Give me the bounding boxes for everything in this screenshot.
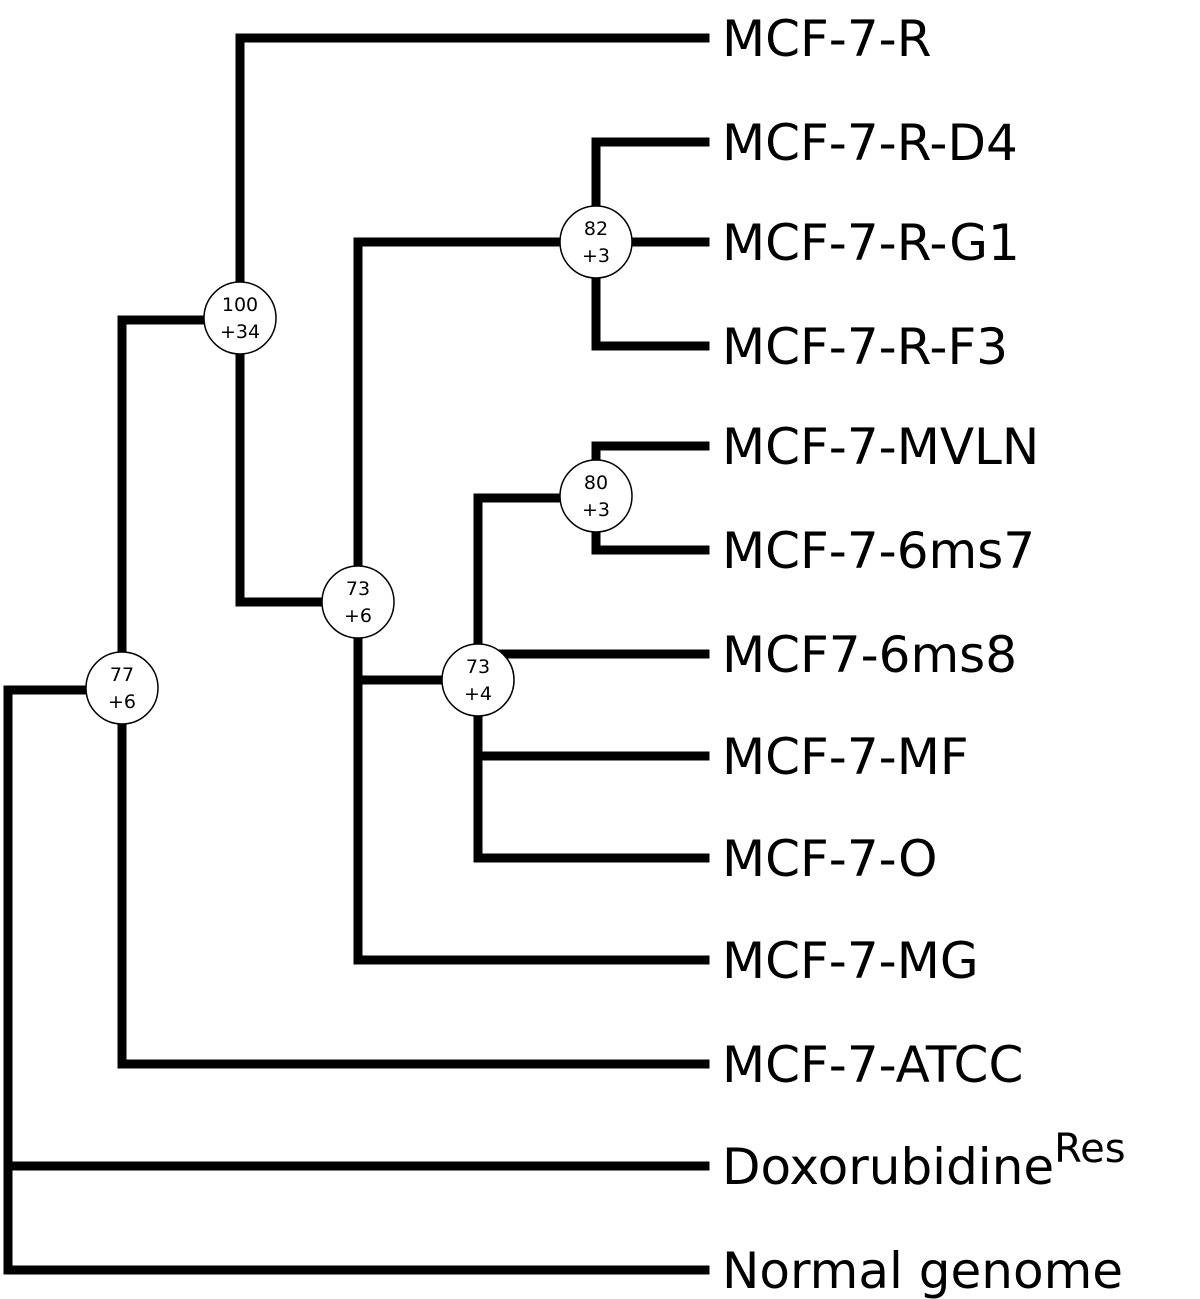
node-support: 100 (222, 294, 258, 316)
node-support: 77 (110, 664, 134, 686)
node-77: 77 +6 (85, 651, 159, 725)
node-circle (203, 281, 277, 355)
node-changes: +6 (108, 691, 136, 713)
leaf-mcf7-r: MCF-7-R (722, 10, 931, 68)
node-changes: +4 (464, 683, 492, 705)
leaf-labels: MCF-7-R MCF-7-R-D4 MCF-7-R-G1 MCF-7-R-F3… (722, 10, 1126, 1299)
node-changes: +3 (582, 499, 610, 521)
leaf-mcf7-mg: MCF-7-MG (722, 932, 979, 990)
doxorubidine-superscript: Res (1054, 1126, 1125, 1172)
node-support: 73 (346, 578, 370, 600)
node-changes: +34 (220, 321, 260, 343)
doxorubidine-text: Doxorubidine (722, 1138, 1054, 1196)
node-changes: +3 (582, 245, 610, 267)
node-73a: 73 +6 (321, 565, 395, 639)
node-73b: 73 +4 (441, 643, 515, 717)
node-100: 100 +34 (203, 281, 277, 355)
leaf-mcf7-r-f3: MCF-7-R-F3 (722, 318, 1008, 376)
node-circle (321, 565, 395, 639)
node-circle (441, 643, 515, 717)
node-82: 82 +3 (559, 205, 633, 279)
node-80: 80 +3 (559, 459, 633, 533)
leaf-normal-genome: Normal genome (722, 1242, 1123, 1299)
node-changes: +6 (344, 605, 372, 627)
node-circle (559, 205, 633, 279)
leaf-mcf7-r-g1: MCF-7-R-G1 (722, 214, 1020, 272)
leaf-mcf7-atcc: MCF-7-ATCC (722, 1036, 1023, 1094)
leaf-doxorubidine: DoxorubidineRes (722, 1126, 1126, 1196)
leaf-mcf7-mvln: MCF-7-MVLN (722, 418, 1039, 476)
node-support: 73 (466, 656, 490, 678)
node-circle (559, 459, 633, 533)
leaf-mcf7-6ms7: MCF-7-6ms7 (722, 522, 1035, 580)
node-support: 80 (584, 472, 608, 494)
leaf-mcf7-mf: MCF-7-MF (722, 728, 969, 786)
node-support: 82 (584, 218, 608, 240)
node-circle (85, 651, 159, 725)
leaf-mcf7-o: MCF-7-O (722, 830, 937, 888)
leaf-mcf7-r-d4: MCF-7-R-D4 (722, 114, 1018, 172)
tree-nodes: 100 +34 82 +3 80 +3 73 +6 73 +4 77 +6 (85, 205, 633, 725)
leaf-mcf7-6ms8: MCF7-6ms8 (722, 626, 1017, 684)
